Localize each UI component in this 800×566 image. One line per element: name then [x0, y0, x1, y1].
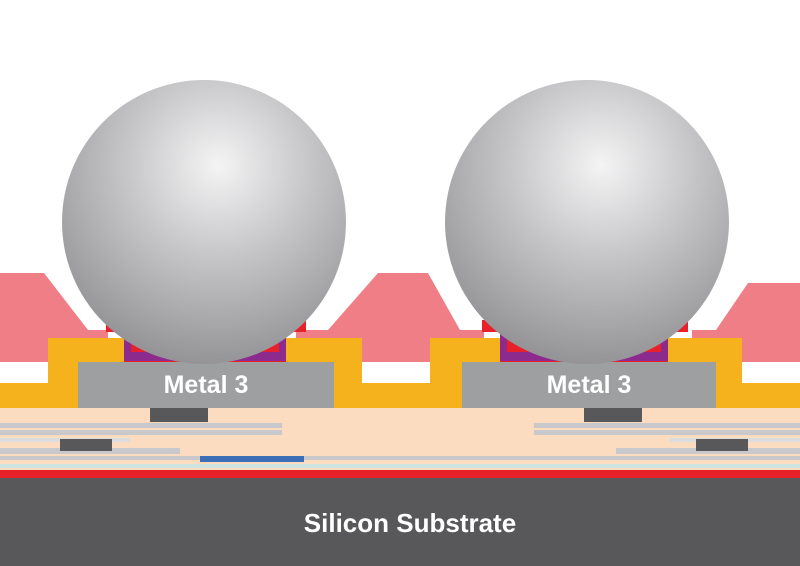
solder-ball-right: [445, 80, 729, 364]
substrate-label: Silicon Substrate: [304, 508, 516, 538]
barrier-line: [200, 456, 304, 462]
red-layer: [0, 470, 800, 478]
via-contacts: [60, 408, 748, 451]
silicon-substrate: [0, 478, 800, 566]
metal-3-pad-right: [462, 362, 716, 408]
dielectric-layer: [0, 408, 800, 474]
metal-3-pad-left: [78, 362, 334, 408]
solder-ball-left: [62, 80, 346, 364]
metal-3-label-left: Metal 3: [164, 371, 249, 399]
thin-teal-layer: [0, 464, 800, 468]
polyimide-layer: [0, 273, 800, 362]
passivation-layer: [0, 338, 800, 408]
metal-3-label-right: Metal 3: [547, 371, 632, 399]
